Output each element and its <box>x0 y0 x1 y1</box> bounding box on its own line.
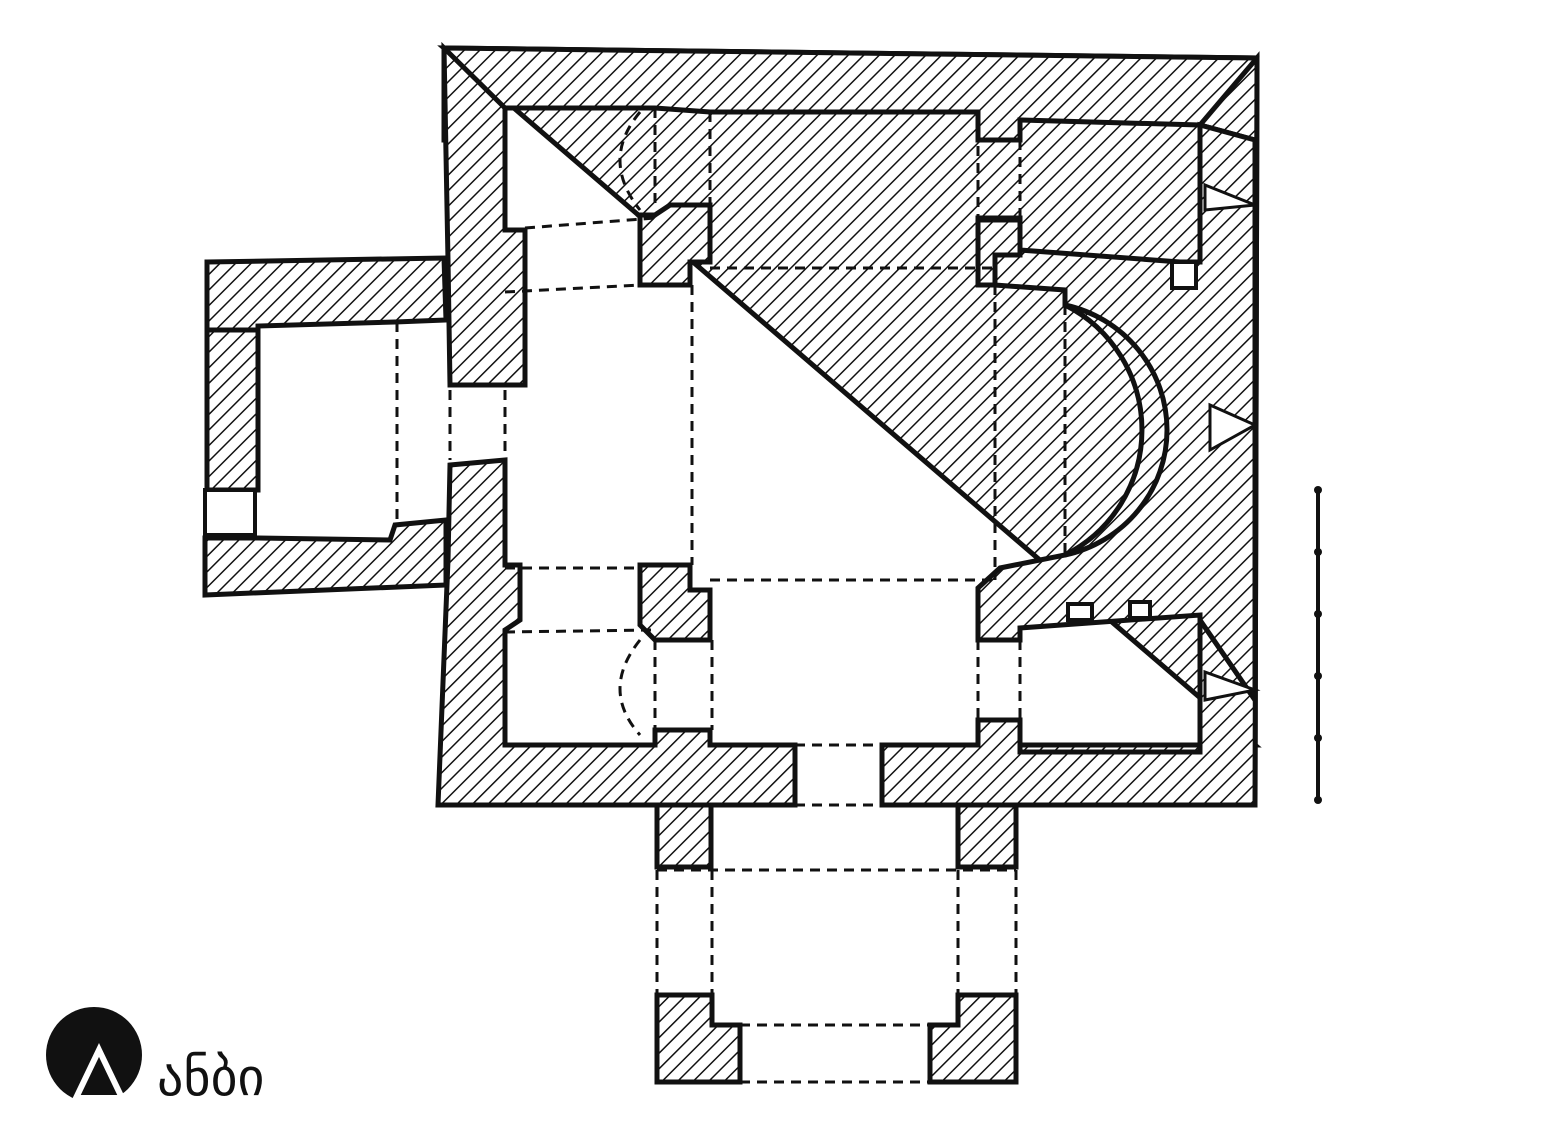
se-room-niche-1 <box>1066 602 1094 622</box>
west-wall-lower <box>435 457 798 808</box>
scale-tick <box>1314 672 1322 680</box>
porch-pier-sw <box>654 992 743 1085</box>
porch-pier-nw <box>654 802 714 870</box>
west-annex-west-wall <box>204 327 261 493</box>
west-annex-opening <box>203 488 257 537</box>
se-window <box>1203 669 1261 702</box>
west-annex-south-wall <box>202 517 449 598</box>
porch-pier-se <box>927 992 1019 1085</box>
scale-tick <box>1314 796 1322 804</box>
ne-window <box>1203 182 1256 212</box>
scale-tick <box>1314 548 1322 556</box>
scale-tick <box>1314 610 1322 618</box>
sw-pier <box>637 562 713 643</box>
apse-curve <box>1064 302 1170 558</box>
scale-bar <box>1314 486 1322 804</box>
west-wall-upper <box>441 41 528 388</box>
west-annex-north-wall <box>204 255 449 333</box>
ne-room-niche <box>1170 260 1198 290</box>
porch-pier-ne <box>955 802 1019 870</box>
scale-tick <box>1314 486 1322 494</box>
se-room-niche-2 <box>1128 600 1152 620</box>
logo-mark <box>46 1007 142 1110</box>
scale-tick <box>1314 734 1322 742</box>
vault-lines <box>395 108 1067 1084</box>
apse-window <box>1208 402 1259 453</box>
nw-pier <box>637 202 713 288</box>
logo-text: ანბი <box>157 1048 265 1108</box>
